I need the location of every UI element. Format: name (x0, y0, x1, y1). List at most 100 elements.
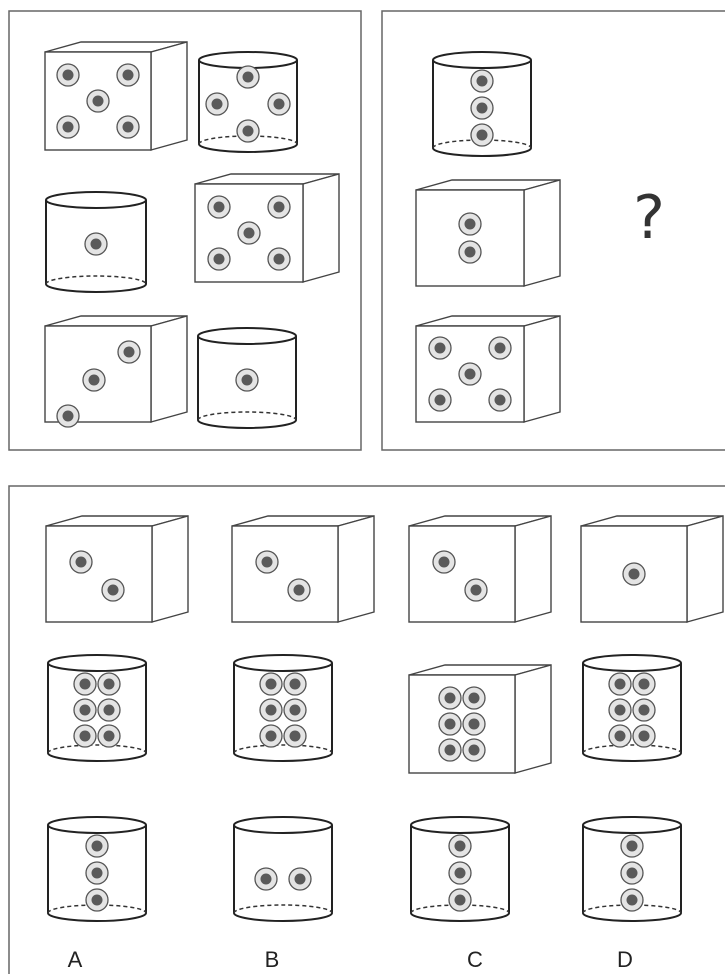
dot-icon (609, 699, 631, 721)
dot-icon (98, 699, 120, 721)
options-panel (46, 516, 723, 921)
dot-icon (289, 868, 311, 890)
dot-icon (463, 687, 485, 709)
dot-icon (268, 93, 290, 115)
cylinder-shape (198, 328, 296, 428)
dot-icon (256, 551, 278, 573)
dot-icon (284, 673, 306, 695)
dot-icon (471, 97, 493, 119)
dot-icon (260, 699, 282, 721)
dot-icon (609, 673, 631, 695)
option-b[interactable] (232, 516, 374, 921)
dot-icon (633, 699, 655, 721)
dot-icon (429, 337, 451, 359)
dot-icon (449, 889, 471, 911)
dot-icon (623, 563, 645, 585)
dot-icon (449, 835, 471, 857)
cube-shape (195, 174, 339, 282)
dot-icon (70, 551, 92, 573)
option-d[interactable] (581, 516, 723, 921)
cube-shape (581, 516, 723, 622)
dot-icon (288, 579, 310, 601)
cylinder-shape (583, 817, 681, 921)
dot-icon (57, 116, 79, 138)
dot-icon (208, 248, 230, 270)
cylinder-shape (234, 817, 332, 921)
dot-icon (74, 673, 96, 695)
dot-icon (439, 687, 461, 709)
option-c[interactable] (409, 516, 551, 921)
option-label-b[interactable]: B (265, 947, 280, 972)
dot-icon (459, 363, 481, 385)
cylinder-shape (411, 817, 509, 921)
dot-icon (57, 64, 79, 86)
dot-icon (86, 889, 108, 911)
dot-icon (118, 341, 140, 363)
dot-icon (439, 713, 461, 735)
dot-icon (117, 64, 139, 86)
dot-icon (238, 222, 260, 244)
dot-icon (465, 579, 487, 601)
dot-icon (471, 124, 493, 146)
dot-icon (74, 725, 96, 747)
dot-icon (255, 868, 277, 890)
dot-icon (621, 889, 643, 911)
dot-icon (268, 248, 290, 270)
dot-icon (86, 835, 108, 857)
dot-icon (87, 90, 109, 112)
dot-icon (609, 725, 631, 747)
dot-icon (633, 725, 655, 747)
dot-icon (449, 862, 471, 884)
dot-icon (260, 725, 282, 747)
dot-icon (489, 337, 511, 359)
dot-icon (463, 739, 485, 761)
dot-icon (208, 196, 230, 218)
dot-icon (284, 699, 306, 721)
dot-icon (102, 579, 124, 601)
dot-icon (236, 369, 258, 391)
dot-icon (117, 116, 139, 138)
dot-icon (57, 405, 79, 427)
dot-icon (74, 699, 96, 721)
dot-icon (237, 66, 259, 88)
dot-icon (621, 835, 643, 857)
cylinder-shape (48, 817, 146, 921)
cube-shape (409, 665, 551, 773)
given-panel (45, 42, 339, 428)
dot-icon (98, 673, 120, 695)
cylinder-shape (46, 192, 146, 292)
cube-shape (416, 180, 560, 286)
dot-icon (86, 862, 108, 884)
dot-icon (98, 725, 120, 747)
cylinder-shape (583, 655, 681, 761)
cylinder-shape (234, 655, 332, 761)
dot-icon (429, 389, 451, 411)
cylinder-shape (48, 655, 146, 761)
dot-icon (83, 369, 105, 391)
cube-shape (46, 516, 188, 622)
dot-icon (433, 551, 455, 573)
dot-icon (206, 93, 228, 115)
dot-icon (459, 213, 481, 235)
sequence-panel (416, 52, 560, 422)
dot-icon (260, 673, 282, 695)
option-label-a[interactable]: A (68, 947, 83, 972)
dot-icon (621, 862, 643, 884)
option-label-d[interactable]: D (617, 947, 633, 972)
dot-icon (268, 196, 290, 218)
dot-icon (284, 725, 306, 747)
dot-icon (471, 70, 493, 92)
cube-shape (232, 516, 374, 622)
option-a[interactable] (46, 516, 188, 921)
dot-icon (237, 120, 259, 142)
dot-icon (633, 673, 655, 695)
cylinder-shape (199, 52, 297, 152)
dot-icon (489, 389, 511, 411)
cube-shape (45, 316, 187, 427)
cube-shape (45, 42, 187, 150)
dot-icon (439, 739, 461, 761)
dot-icon (463, 713, 485, 735)
option-label-c[interactable]: C (467, 947, 483, 972)
dot-icon (459, 241, 481, 263)
